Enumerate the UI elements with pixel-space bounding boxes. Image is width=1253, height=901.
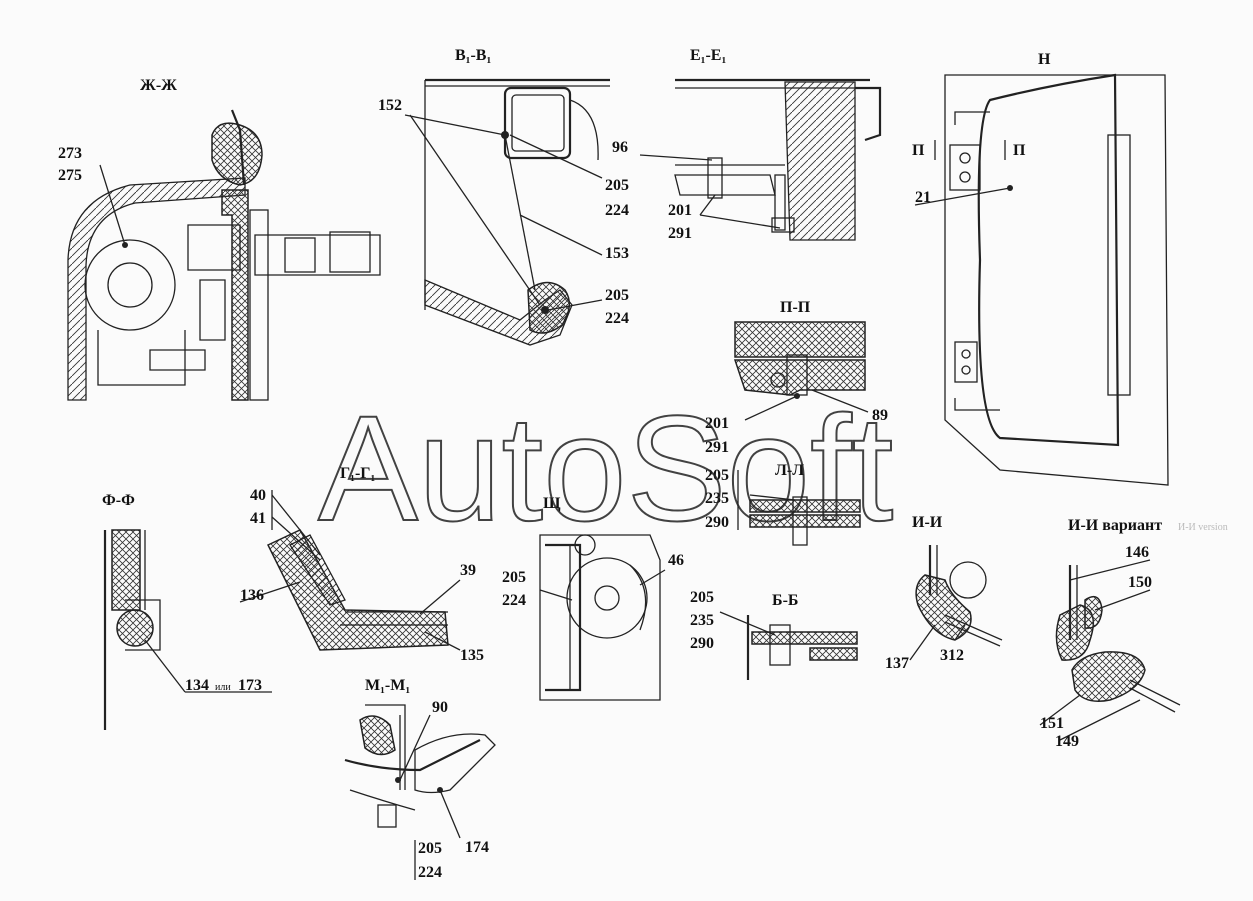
section-title-bb: Б-Б <box>772 592 798 609</box>
section-shch: Щ 205 224 46 <box>502 495 684 701</box>
section-zh-zh: Ж-Ж 273 275 <box>58 77 381 401</box>
part-label-149: 149 <box>1055 733 1079 750</box>
part-label-205-a: 205 <box>605 177 629 194</box>
section-pp: П-П 201 291 89 <box>705 299 888 456</box>
section-title-n: Н <box>1038 51 1051 68</box>
watermark-text: AutoSoft <box>318 384 893 552</box>
part-label-205-e: 205 <box>690 589 714 606</box>
section-title-zh: Ж-Ж <box>140 77 177 94</box>
section-title-ll: Л-Л <box>775 462 804 479</box>
section-ff: Ф-Ф 134 или 173 <box>102 492 272 730</box>
part-label-151: 151 <box>1040 715 1064 732</box>
part-label-39: 39 <box>460 562 476 579</box>
part-label-173: 173 <box>238 677 262 694</box>
part-label-291-a: 291 <box>668 225 692 242</box>
part-label-290-b: 290 <box>690 635 714 652</box>
part-label-135: 135 <box>460 647 484 664</box>
part-label-201-a: 201 <box>668 202 692 219</box>
part-label-134: 134 <box>185 677 209 694</box>
part-label-136: 136 <box>240 587 264 604</box>
part-label-46: 46 <box>668 552 684 569</box>
section-title-v1: В₁-В₁ <box>455 47 491 64</box>
label-ili: или <box>215 682 231 693</box>
part-label-96: 96 <box>612 139 628 156</box>
part-label-205-c: 205 <box>705 467 729 484</box>
section-title-ii: И-И <box>912 514 943 531</box>
section-bb: Б-Б 205 235 290 <box>690 589 858 680</box>
part-label-235-a: 235 <box>705 490 729 507</box>
part-label-137: 137 <box>885 655 909 672</box>
part-label-205-f: 205 <box>418 840 442 857</box>
section-title-e1: Е₁-Е₁ <box>690 47 726 64</box>
part-label-312: 312 <box>940 647 964 664</box>
part-label-275: 275 <box>58 167 82 184</box>
section-ii-variant: И-И вариант И-И version 146 150 151 149 <box>1039 517 1228 750</box>
section-title-shch: Щ <box>543 495 561 512</box>
part-label-40: 40 <box>250 487 266 504</box>
part-label-273: 273 <box>58 145 82 162</box>
section-e1-e1: Е₁-Е₁ 96 201 291 <box>612 47 882 242</box>
section-ii: И-И 137 312 <box>885 514 1003 672</box>
section-ll: Л-Л 205 235 290 <box>705 462 861 546</box>
section-m1-m1: М₁-М₁ 90 174 205 224 <box>344 677 496 881</box>
part-label-89: 89 <box>872 407 888 424</box>
part-label-21: 21 <box>915 189 931 206</box>
section-n: Н П П 21 <box>912 51 1169 486</box>
part-label-201-b: 201 <box>705 415 729 432</box>
section-title-ii-version: И-И version <box>1178 522 1228 533</box>
part-label-205-b: 205 <box>605 287 629 304</box>
part-label-146: 146 <box>1125 544 1149 561</box>
section-title-m1: М₁-М₁ <box>365 677 410 694</box>
part-label-41: 41 <box>250 510 266 527</box>
section-v1-v1: В₁-В₁ 152 205 224 153 205 224 <box>378 47 629 346</box>
part-label-153: 153 <box>605 245 629 262</box>
p-mark-left: П <box>912 142 925 159</box>
p-mark-right: П <box>1013 142 1026 159</box>
section-title-ff: Ф-Ф <box>102 492 135 509</box>
part-label-150: 150 <box>1128 574 1152 591</box>
part-label-224-a: 224 <box>605 202 629 219</box>
part-label-174: 174 <box>465 839 489 856</box>
part-label-235-b: 235 <box>690 612 714 629</box>
part-label-291-b: 291 <box>705 439 729 456</box>
part-label-224-b: 224 <box>605 310 629 327</box>
part-label-224-d: 224 <box>502 592 526 609</box>
part-label-290-a: 290 <box>705 514 729 531</box>
section-title-pp: П-П <box>780 299 811 316</box>
part-label-205-d: 205 <box>502 569 526 586</box>
section-title-g1: Г₁-Г₁ <box>340 465 375 482</box>
part-label-90: 90 <box>432 699 448 716</box>
section-title-ii-variant: И-И вариант <box>1068 517 1162 534</box>
section-g1-g1: Г₁-Г₁ 40 41 136 39 135 <box>239 465 484 664</box>
part-label-224-f: 224 <box>418 864 442 881</box>
part-label-152: 152 <box>378 97 402 114</box>
